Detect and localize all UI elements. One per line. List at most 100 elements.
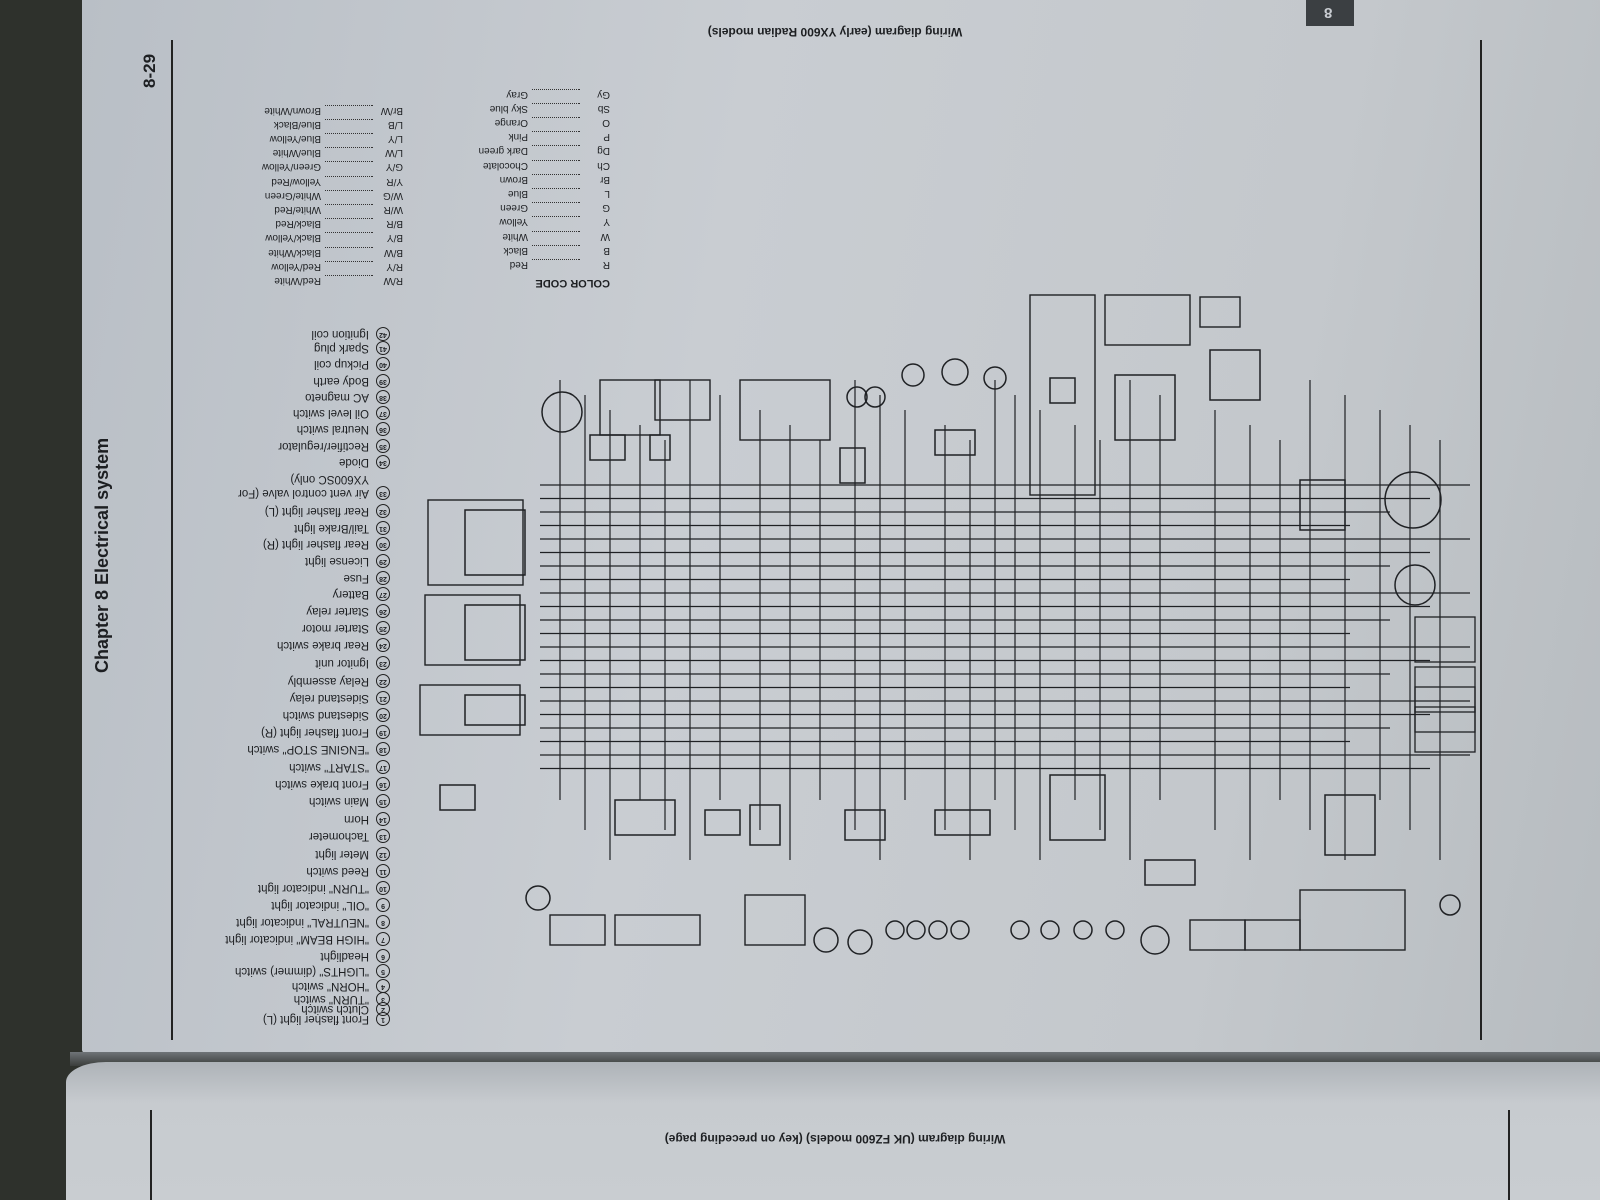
legend-number: 16 xyxy=(376,777,390,791)
connector-block xyxy=(649,434,671,461)
component-symbol xyxy=(1384,471,1442,529)
connector-block xyxy=(439,784,476,811)
legend-number: 28 xyxy=(376,571,390,585)
legend-number: 32 xyxy=(376,504,390,518)
color-code-abbrev: Y xyxy=(603,216,610,228)
legend-label: Rear flasher light (L) xyxy=(264,505,369,517)
legend-number: 24 xyxy=(376,638,390,652)
color-code-abbrev: Sb xyxy=(597,102,610,114)
color-code-abbrev: L/W xyxy=(385,147,403,159)
legend-label: Spark plug xyxy=(314,342,369,354)
color-code-name: Black xyxy=(503,244,528,256)
legend-number: 5 xyxy=(376,964,390,978)
component-outline xyxy=(1299,889,1406,951)
legend-number: 36 xyxy=(376,422,390,436)
legend-label: Sidestand switch xyxy=(282,709,369,721)
color-code-name: Brown/White xyxy=(264,104,321,116)
color-code-name: Gray xyxy=(506,88,528,100)
legend-label: License light xyxy=(305,555,369,567)
component-outline xyxy=(599,379,661,436)
component-outline xyxy=(739,379,831,441)
bottom-page xyxy=(66,1062,1600,1200)
color-code-abbrev: B xyxy=(603,244,610,256)
component-symbol xyxy=(1140,925,1170,955)
component-outline xyxy=(1189,919,1246,951)
legend-item: 3"TURN" switch xyxy=(150,992,390,1006)
color-code-name: White xyxy=(502,230,528,242)
bottom-diagram-title: Wiring diagram (UK FZ600 models) (key on… xyxy=(664,1132,1006,1146)
legend-label: Starter motor xyxy=(301,622,369,634)
legend-number: 37 xyxy=(376,406,390,420)
page-rule-right xyxy=(1480,40,1482,1040)
flasher-light xyxy=(1414,706,1476,753)
component-symbol xyxy=(1073,920,1093,940)
legend-label: "NEUTRAL" indicator light xyxy=(236,916,369,928)
leader-dots xyxy=(325,275,373,283)
connector-block xyxy=(934,429,976,456)
connector-block xyxy=(1144,859,1196,886)
legend-label: Front flasher light (R) xyxy=(260,726,369,738)
legend-number: 7 xyxy=(376,932,390,946)
legend-number: 12 xyxy=(376,847,390,861)
connector-block xyxy=(839,447,866,484)
legend-label: Battery xyxy=(332,588,369,600)
leader-dots xyxy=(325,175,373,184)
legend-label: Pickup coil xyxy=(314,358,369,370)
legend-item: 9"OIL" indicator light xyxy=(150,898,390,912)
color-code-name: Sky blue xyxy=(489,102,528,114)
component-symbol xyxy=(864,386,886,408)
legend-label: "START" switch xyxy=(289,761,369,773)
legend-label: "ENGINE STOP" switch xyxy=(247,743,369,755)
legend-item: 32 Rear flasher light (L) xyxy=(150,504,390,518)
leader-dots xyxy=(325,161,373,170)
color-code-name: Red/White xyxy=(274,275,321,286)
legend-number: 42 xyxy=(376,327,390,341)
flasher-light xyxy=(1414,666,1476,713)
connector-block xyxy=(1114,374,1176,441)
legend-number: 4 xyxy=(376,979,390,993)
legend-label: Ignitor unit xyxy=(315,657,369,669)
color-code-name: Orange xyxy=(494,117,528,128)
color-code-abbrev: Dg xyxy=(597,145,610,157)
component-symbol xyxy=(1105,920,1125,940)
legend-number: 23 xyxy=(376,656,390,670)
legend-label: Tail/Brake light xyxy=(294,522,369,534)
legend-number: 31 xyxy=(376,521,390,535)
legend-label: Air vent control valve (For YX600SC only… xyxy=(237,473,369,499)
connector-block xyxy=(1209,349,1261,401)
component-symbol xyxy=(813,927,839,953)
component-symbol xyxy=(1010,920,1030,940)
legend-number: 13 xyxy=(376,829,390,843)
legend-number: 6 xyxy=(376,949,390,963)
color-code-abbrev: G/Y xyxy=(385,161,403,173)
bottom-page-rule-left xyxy=(150,1110,152,1200)
legend-item: 7"HIGH BEAM" indicator light xyxy=(150,932,390,946)
component-symbol xyxy=(885,920,905,940)
legend-item: 10"TURN" indicator light xyxy=(150,881,390,895)
legend-label: Rear flasher light (R) xyxy=(262,538,369,550)
component-symbol xyxy=(1394,564,1436,606)
component-symbol xyxy=(950,920,970,940)
component-outline xyxy=(654,379,711,421)
color-code-abbrev: W xyxy=(600,230,610,242)
color-code-abbrev: P xyxy=(603,131,610,143)
color-code-abbrev: B/W xyxy=(384,246,403,258)
legend-item: 4"HORN" switch xyxy=(150,979,390,993)
legend-label: Headlight xyxy=(320,950,369,962)
chapter-tab: 8 xyxy=(1306,0,1354,26)
page-rule-left xyxy=(171,40,173,1040)
color-code-name: Pink xyxy=(508,131,528,143)
